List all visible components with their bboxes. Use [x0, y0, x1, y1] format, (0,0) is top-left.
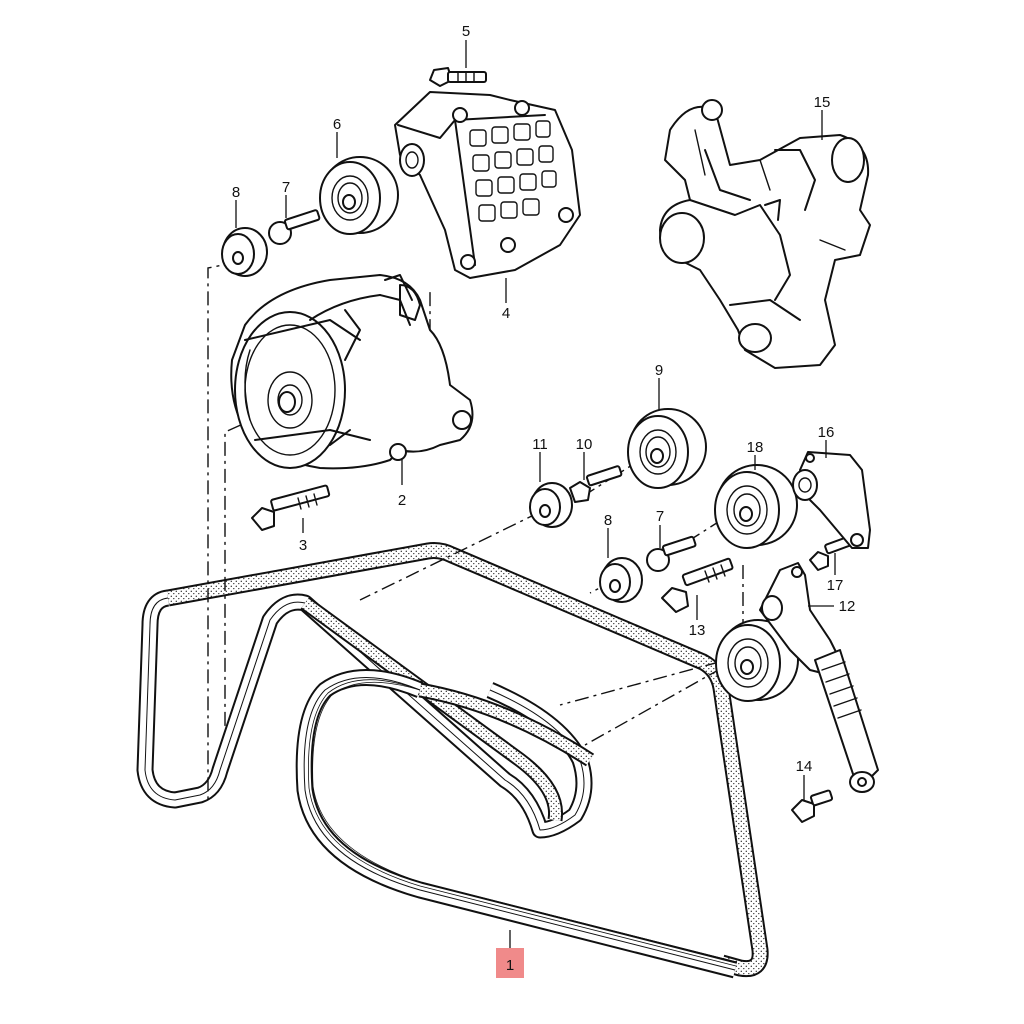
callout-6[interactable]: 6 — [333, 116, 341, 133]
alternator — [230, 274, 474, 470]
callout-4[interactable]: 4 — [502, 305, 510, 322]
bolt-5 — [429, 67, 487, 87]
idler-roller-9 — [627, 408, 707, 489]
callout-17[interactable]: 17 — [827, 577, 844, 594]
callout-9[interactable]: 9 — [655, 362, 663, 379]
idler-roller-18 — [714, 464, 798, 549]
belt-left-loop — [136, 589, 593, 839]
bolt-14 — [791, 789, 834, 823]
bolt-10 — [569, 465, 623, 503]
idler-roller-6 — [319, 156, 399, 235]
callout-labels: 1 2 3 4 5 6 7 7 8 8 9 10 11 12 13 14 15 … — [232, 23, 856, 978]
callout-7b[interactable]: 7 — [656, 508, 664, 525]
callout-11[interactable]: 11 — [532, 436, 548, 453]
callout-8b[interactable]: 8 — [604, 512, 612, 529]
bracket-grid — [469, 120, 557, 222]
cap-8-lower — [599, 557, 643, 603]
callout-3[interactable]: 3 — [299, 537, 307, 554]
callout-15[interactable]: 15 — [814, 94, 831, 111]
callout-14[interactable]: 14 — [796, 758, 813, 775]
callout-18[interactable]: 18 — [747, 439, 764, 456]
callout-12[interactable]: 12 — [839, 598, 856, 615]
leader-lines — [235, 40, 836, 948]
callout-16[interactable]: 16 — [818, 424, 835, 441]
callout-7a[interactable]: 7 — [282, 179, 290, 196]
callout-8a[interactable]: 8 — [232, 184, 240, 201]
cap-11 — [529, 482, 573, 528]
belt-inner-loop — [295, 669, 738, 979]
tensioner-bracket — [394, 91, 581, 279]
callout-10[interactable]: 10 — [576, 436, 593, 453]
bolt-3 — [251, 484, 331, 531]
bolt-7-upper — [268, 209, 321, 245]
highlight-box-1 — [496, 948, 524, 978]
cap-8-upper — [221, 227, 268, 277]
tensioner-pulley — [715, 619, 799, 702]
callout-5[interactable]: 5 — [462, 23, 470, 40]
bolt-13 — [661, 557, 734, 613]
bracket-16 — [792, 451, 871, 549]
callout-1[interactable]: 1 — [506, 957, 514, 974]
callout-2[interactable]: 2 — [398, 492, 406, 509]
callout-13[interactable]: 13 — [689, 622, 706, 639]
engine-bracket — [659, 99, 871, 369]
bolt-7-lower — [646, 535, 697, 572]
tensioner-12 — [759, 562, 879, 793]
